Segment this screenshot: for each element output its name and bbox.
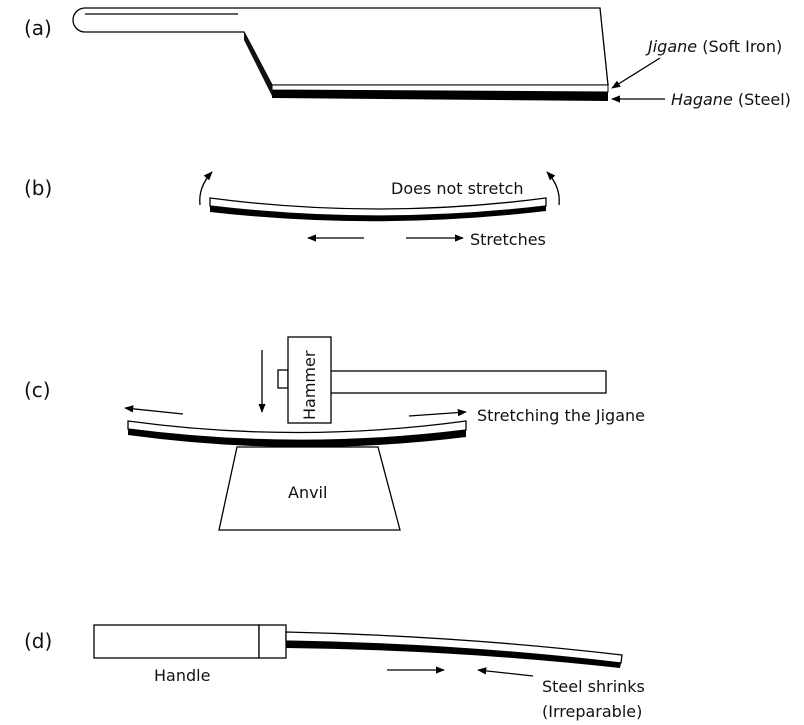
handle-block [93,624,260,659]
blade-c-steel [128,429,466,448]
bent-blade-b [209,197,547,222]
hammer: Hammer [277,336,607,424]
curl-arrow-right [546,171,560,206]
jigane-desc: (Soft Iron) [697,37,782,56]
handle-collar [258,624,287,659]
stretching-jigane-label: Stretching the Jigane [477,406,645,425]
knife-side-d [93,624,623,668]
jigane-leader [611,57,661,89]
anvil [218,446,401,531]
knife-blade-a [72,7,609,101]
panel-label-a: (a) [24,16,52,40]
hammer-head [287,336,332,424]
blade-b-steel [210,206,546,222]
blade-d-steel [286,641,621,668]
jigane-body [72,7,609,86]
curl-arrow-left [199,171,213,206]
anvil-label: Anvil [288,483,327,502]
stretch-arrow-c-left [124,405,184,415]
does-not-stretch-label: Does not stretch [391,179,524,198]
jigane-edge [271,84,609,93]
hammer-label: Hammer [300,350,319,420]
panel-label-d: (d) [24,629,52,653]
hagane-desc: (Steel) [733,90,791,109]
jigane-term: Jigane [645,37,697,56]
hagane-term: Hagane [671,90,733,109]
hammer-handle [329,370,607,394]
stretches-label: Stretches [470,230,546,249]
blade-side [244,32,272,96]
steel-shrinks-label: Steel shrinks [542,677,645,696]
hammer-cap [277,369,289,389]
jigane-label: Jigane (Soft Iron) [645,37,782,56]
handle-label: Handle [154,666,210,685]
hagane-label: Hagane (Steel) [671,90,791,109]
irreparable-label: (Irreparable) [542,702,642,721]
hagane-layer [272,90,608,101]
shrink-arrow-right [477,667,534,677]
panel-label-b: (b) [24,176,52,200]
bent-blade-c [127,420,467,448]
stretch-arrow-c-right [408,408,467,417]
panel-label-c: (c) [24,378,51,402]
